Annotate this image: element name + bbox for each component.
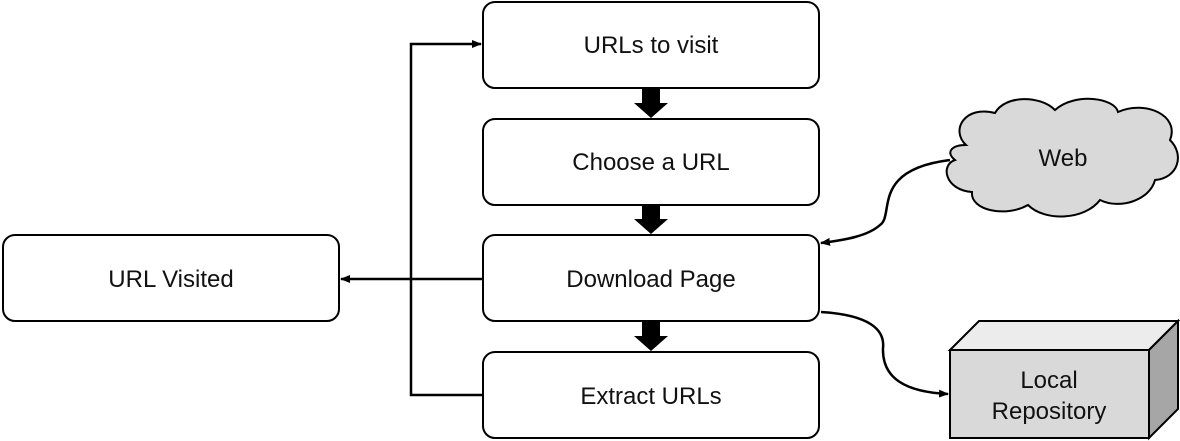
web-label: Web <box>1039 145 1088 172</box>
node-urls-to-visit: URLs to visit <box>482 1 820 89</box>
local-repository-cube: Local Repository <box>947 318 1180 441</box>
down-arrow-2 <box>634 206 668 234</box>
node-download-page: Download Page <box>482 234 820 322</box>
download-to-repository-connector <box>820 310 949 398</box>
down-arrow-3 <box>634 322 668 351</box>
down-arrow-1 <box>634 89 668 118</box>
node-url-visited-label: URL Visited <box>108 266 233 293</box>
node-urls-to-visit-label: URLs to visit <box>584 32 719 59</box>
local-repository-label-line1: Local <box>1020 367 1077 394</box>
node-extract-urls: Extract URLs <box>482 351 820 439</box>
node-choose-url: Choose a URL <box>482 118 820 206</box>
node-extract-urls-label: Extract URLs <box>580 383 721 410</box>
web-cloud: Web <box>945 97 1179 218</box>
local-repository-label-line2: Repository <box>992 398 1107 425</box>
node-url-visited: URL Visited <box>2 234 340 322</box>
node-download-page-label: Download Page <box>566 266 735 293</box>
loop-back-connector <box>409 40 483 397</box>
node-choose-url-label: Choose a URL <box>572 149 729 176</box>
web-to-download-connector <box>820 158 951 246</box>
